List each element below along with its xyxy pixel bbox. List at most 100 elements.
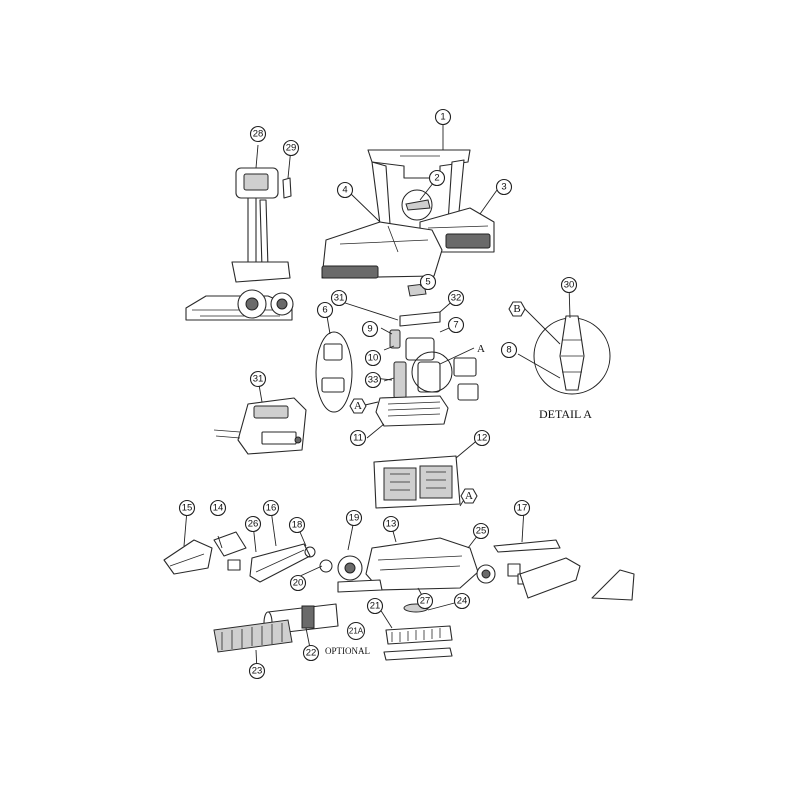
callout-21a: 21A [346,621,366,641]
detail-marker-b: B [508,301,526,317]
svg-text:4: 4 [342,185,347,196]
svg-text:5: 5 [425,277,430,288]
callout-5: 5 [419,273,437,291]
callout-7: 7 [447,316,465,334]
caddy-cart [185,167,294,321]
callout-24: 24 [453,592,471,610]
svg-text:2: 2 [434,173,439,184]
fitting-part [407,283,427,297]
svg-text:17: 17 [517,503,528,514]
svg-text:8: 8 [506,345,511,356]
callout-16: 16 [262,499,280,517]
ring-20 [319,559,333,573]
svg-text:32: 32 [451,293,462,304]
leader-lines [183,124,571,672]
callout-27: 27 [416,592,434,610]
left-side-parts [163,531,247,575]
svg-text:16: 16 [266,503,277,514]
svg-text:B: B [513,303,520,315]
callout-31-bottom: 31 [249,370,267,388]
detail-marker-a-filter: A [460,488,478,504]
svg-text:A: A [354,400,362,412]
svg-text:18: 18 [292,520,303,531]
svg-text:6: 6 [322,305,327,316]
callout-26: 26 [244,515,262,533]
svg-text:1: 1 [440,112,445,123]
ring-18 [304,546,316,558]
svg-text:26: 26 [248,519,259,530]
callout-2: 2 [428,169,446,187]
callout-30: 30 [560,276,578,294]
brush-bar [383,625,453,661]
svg-text:31: 31 [253,374,264,385]
callout-25: 25 [472,522,490,540]
filter-basket [373,455,461,509]
svg-text:A: A [477,343,485,355]
callout-21: 21 [366,597,384,615]
svg-text:23: 23 [252,666,263,677]
right-cover [419,207,495,253]
callout-22: 22 [302,644,320,662]
svg-text:12: 12 [477,433,488,444]
callout-32: 32 [447,289,465,307]
svg-text:A: A [465,490,473,502]
motor-stack [389,311,453,399]
detail-marker-a-motor-left: A [349,398,367,414]
motor-block [375,395,449,427]
callout-3: 3 [495,178,513,196]
detail-a-canister [533,315,611,395]
svg-text:29: 29 [286,143,297,154]
svg-text:11: 11 [353,433,363,444]
svg-text:24: 24 [457,596,468,607]
callout-12: 12 [473,429,491,447]
latch-part [405,199,431,211]
callout-9: 9 [361,320,379,338]
svg-text:3: 3 [501,182,506,193]
power-supply-unit [213,397,307,455]
callout-13: 13 [382,515,400,533]
callout-23: 23 [248,662,266,680]
callout-17: 17 [513,499,531,517]
callout-4: 4 [336,181,354,199]
svg-text:20: 20 [293,578,304,589]
callout-19: 19 [345,509,363,527]
callout-10: 10 [364,349,382,367]
svg-text:14: 14 [213,503,224,514]
svg-text:9: 9 [367,324,372,335]
callout-20: 20 [289,574,307,592]
callout-15: 15 [178,499,196,517]
callout-1: 1 [434,108,452,126]
callout-14: 14 [209,499,227,517]
track-belt [249,543,311,583]
svg-text:28: 28 [253,129,264,140]
detail-a-label: DETAIL A [539,407,592,421]
optional-label: OPTIONAL [325,646,370,656]
callout-8: 8 [500,341,518,359]
svg-text:10: 10 [368,353,379,364]
callout-31-top: 31 [330,289,348,307]
handle-part [367,149,471,225]
svg-text:30: 30 [564,280,575,291]
side-panels [315,331,353,413]
svg-text:22: 22 [306,648,317,659]
chassis-body [337,537,496,593]
svg-text:19: 19 [349,513,360,524]
svg-text:15: 15 [182,503,193,514]
callout-33: 33 [364,371,382,389]
callout-18: 18 [288,516,306,534]
detail-ring-2 [401,189,433,221]
callout-6: 6 [316,301,334,319]
callout-29: 29 [282,139,300,157]
svg-text:25: 25 [476,526,487,537]
detail-marker-a-motor-top: A [477,343,485,355]
motor-detail-parts [453,357,479,401]
right-side-parts [493,539,635,601]
svg-text:27: 27 [420,596,431,607]
callout-28: 28 [249,125,267,143]
svg-text:31: 31 [334,293,345,304]
svg-text:33: 33 [368,375,379,386]
clip-part [282,177,292,199]
svg-text:13: 13 [386,519,397,530]
callout-11: 11 [349,429,367,447]
